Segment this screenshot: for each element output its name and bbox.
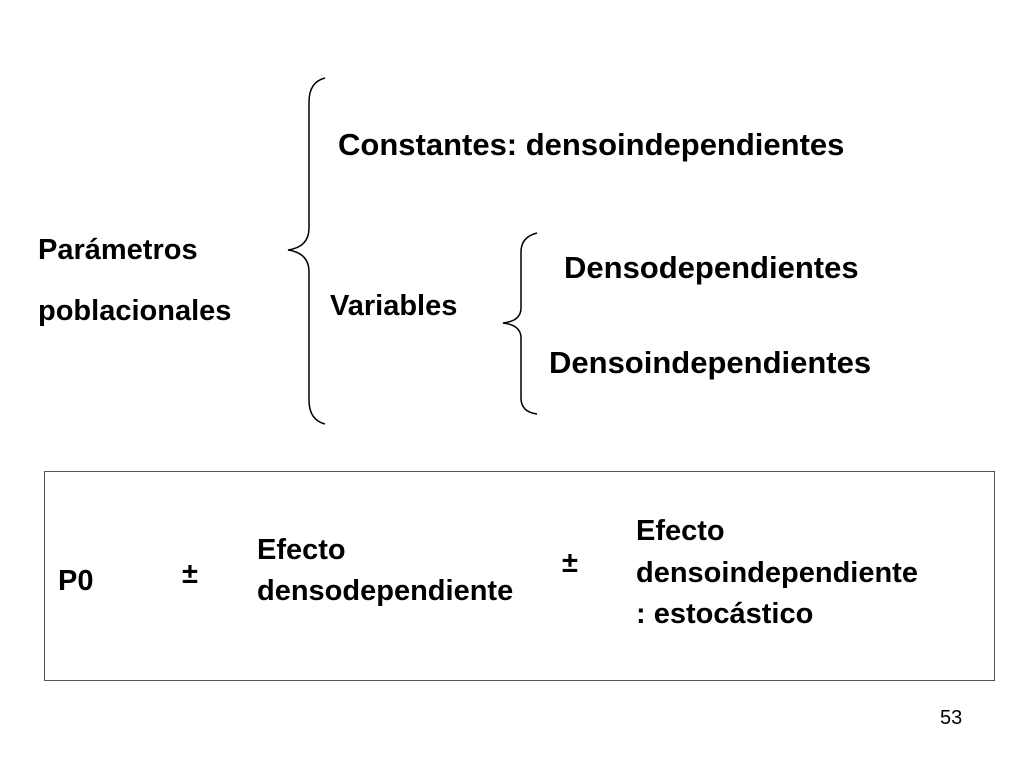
constantes-label: Constantes: densoindependientes bbox=[338, 127, 845, 162]
small-brace bbox=[502, 232, 538, 415]
densodependientes-label: Densodependientes bbox=[564, 250, 859, 285]
root-label-line1: Parámetros bbox=[38, 234, 198, 266]
p0-label: P0 bbox=[58, 565, 94, 597]
di-effect-line3: : estocástico bbox=[636, 598, 814, 630]
densoindependientes-label: Densoindependientes bbox=[549, 345, 872, 380]
plus-minus-2: ± bbox=[562, 547, 578, 579]
variables-label: Variables bbox=[330, 290, 458, 322]
dd-effect-line1: Efecto bbox=[257, 534, 346, 566]
di-effect-line2: densoindependiente bbox=[636, 557, 918, 589]
dd-effect-line2: densodependiente bbox=[257, 575, 514, 607]
large-brace bbox=[287, 77, 326, 425]
plus-minus-1: ± bbox=[182, 558, 198, 590]
root-label-line2: poblacionales bbox=[38, 295, 232, 327]
slide-number: 53 bbox=[940, 707, 963, 729]
equation-box bbox=[44, 471, 995, 681]
di-effect-line1: Efecto bbox=[636, 515, 725, 547]
